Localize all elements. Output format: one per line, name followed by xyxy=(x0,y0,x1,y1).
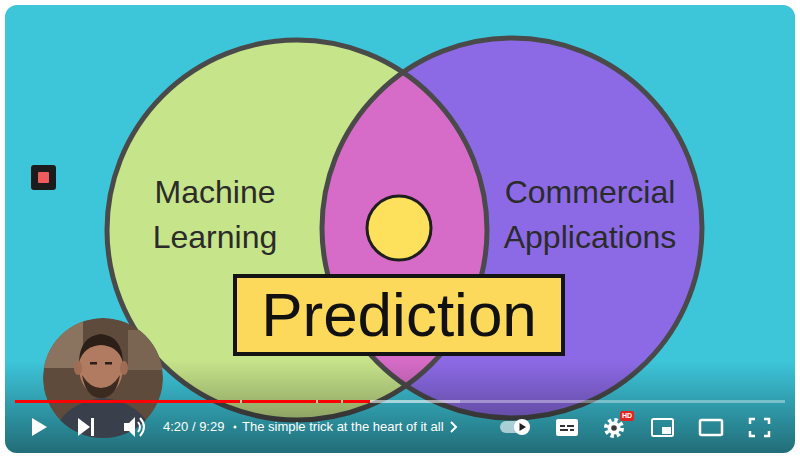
hd-badge-holder: HD xyxy=(620,411,634,421)
center-dot xyxy=(367,196,431,260)
concept-box: Prediction xyxy=(233,274,565,356)
settings-icon xyxy=(606,420,622,436)
venn-circle: Commercial Applications xyxy=(318,34,706,422)
play-icon xyxy=(32,418,47,436)
control-shade xyxy=(5,360,795,453)
hd-badge: HD xyxy=(620,411,634,421)
miniplayer-icon xyxy=(652,419,673,436)
subtitles-icon xyxy=(556,419,578,436)
fullscreen-icon xyxy=(750,419,769,436)
next-icon xyxy=(78,418,94,436)
video-title-holder: The simple trick at the heart of it all xyxy=(242,419,444,435)
video-title: The simple trick at the heart of it all xyxy=(242,419,444,435)
theater-icon xyxy=(700,420,722,435)
record-icon xyxy=(31,165,56,190)
circle-label: Commercial Applications xyxy=(475,170,705,260)
separator-dot xyxy=(234,426,237,429)
progress-bar xyxy=(15,400,785,403)
chapter-chevron xyxy=(451,422,456,432)
video-frame xyxy=(5,5,795,453)
video-time: 4:20 / 9:29 xyxy=(163,419,224,435)
venn-overlap xyxy=(107,40,487,420)
autoplay-toggle xyxy=(500,419,530,435)
box-label: Prediction xyxy=(261,284,537,346)
webcam-picture xyxy=(43,318,168,445)
circle-label: Machine Learning xyxy=(120,170,310,260)
video-time-holder: 4:20 / 9:29 xyxy=(163,419,224,435)
volume-icon xyxy=(124,417,144,437)
